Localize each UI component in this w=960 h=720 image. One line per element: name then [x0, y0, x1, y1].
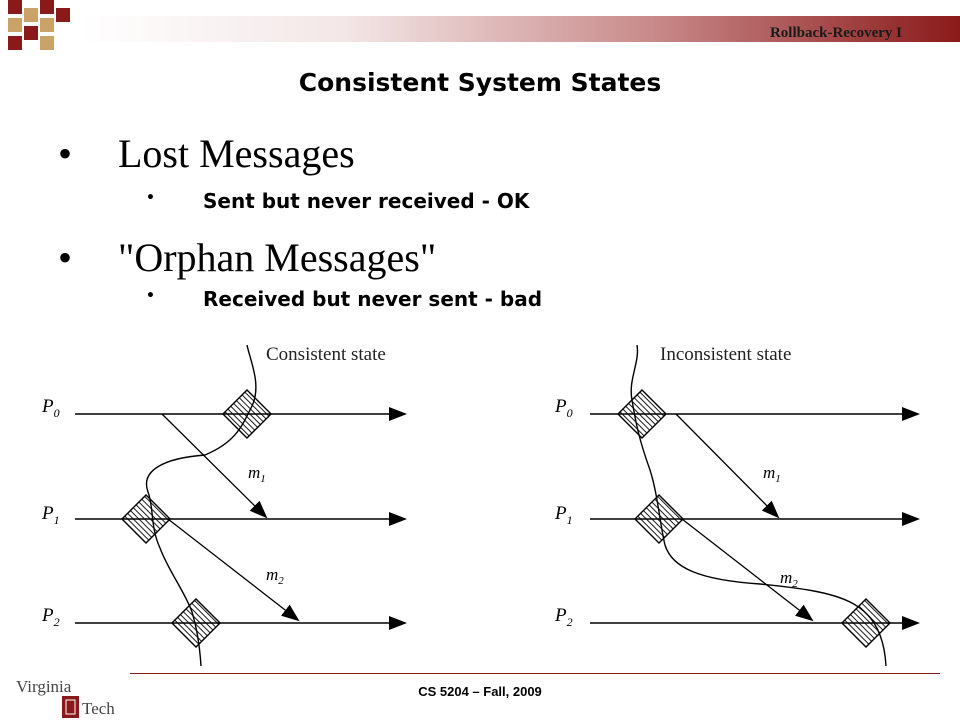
diagram-consistent: Consistent state P0 P1 P2 m1 m2	[41, 344, 407, 667]
process-label-p1: P1	[554, 503, 573, 527]
logo-shield-mark	[65, 699, 76, 715]
message-label-m2: m2	[266, 565, 284, 587]
message-m1	[161, 413, 268, 519]
bullet-text: Lost Messages	[118, 131, 355, 176]
diagram-inconsistent: Inconsistent state P0 P1 P2 m1 m2	[554, 344, 920, 667]
checkpoint	[840, 597, 892, 649]
logo-text-tech: Tech	[82, 699, 115, 718]
sub-bullet-text: Sent but never received - OK	[203, 189, 530, 213]
sub-bullet-text: Received but never sent - bad	[203, 287, 543, 311]
message-m1	[675, 413, 780, 519]
sub-bullet-dot: •	[146, 288, 155, 304]
process-label-p1: P1	[41, 503, 60, 527]
process-label-p2: P2	[41, 605, 60, 629]
process-label-p0: P0	[554, 396, 573, 420]
consistency-diagrams: Consistent state P0 P1 P2 m1 m2 Inconsis…	[41, 344, 920, 667]
message-m2	[167, 518, 300, 622]
diagram-caption: Inconsistent state	[660, 344, 791, 365]
page-title: Consistent System States	[298, 68, 662, 97]
checkpoint	[633, 493, 685, 545]
sub-bullet-dot: •	[146, 190, 155, 206]
header-label: Rollback-Recovery I	[769, 25, 902, 41]
logo-text-virginia: Virginia	[16, 677, 72, 696]
diagram-caption: Consistent state	[266, 344, 386, 365]
bullet-dot: •	[58, 131, 73, 176]
process-label-p2: P2	[554, 605, 573, 629]
checkpoint	[170, 597, 222, 649]
bullet-dot: •	[58, 235, 73, 280]
process-label-p0: P0	[41, 396, 60, 420]
checkpoint	[120, 493, 172, 545]
logo-shield	[62, 696, 79, 718]
checkpoint	[616, 388, 668, 440]
footer-course: CS 5204 – Fall, 2009	[418, 684, 542, 699]
message-label-m1: m1	[763, 463, 781, 485]
header-logo-blocks	[8, 0, 78, 54]
bullet-text: "Orphan Messages"	[118, 235, 437, 280]
checkpoint	[221, 388, 273, 440]
header-gradient-bar	[80, 16, 960, 42]
message-label-m1: m1	[248, 463, 266, 485]
message-m2	[681, 518, 814, 622]
virginia-tech-logo: Virginia Tech	[16, 677, 115, 718]
footer-divider	[130, 673, 940, 674]
